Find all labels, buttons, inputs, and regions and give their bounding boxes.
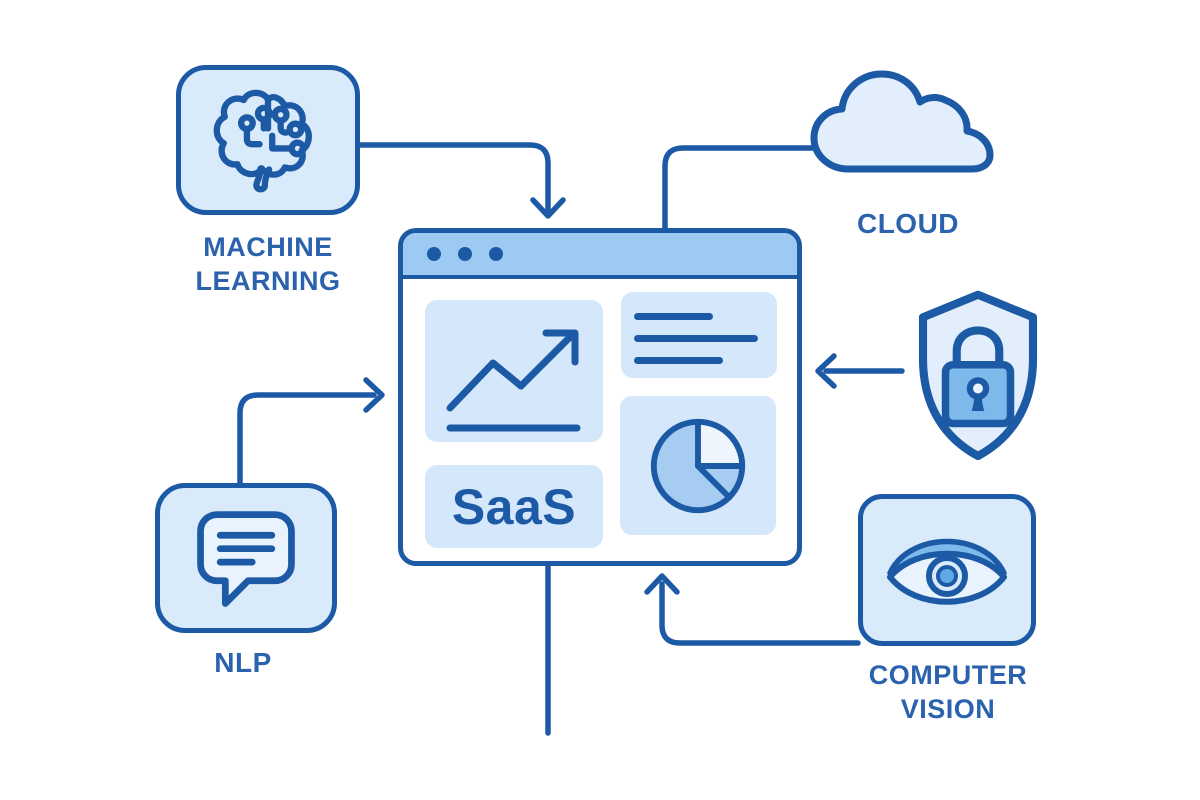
node-computer-vision [858, 494, 1036, 646]
window-dot-icon [458, 247, 472, 261]
label-machine-learning: MACHINE LEARNING [195, 232, 341, 296]
connector-nlp-to-saas [237, 392, 377, 486]
node-machine-learning [176, 65, 360, 215]
text-line-icon [634, 313, 713, 320]
chat-bubble-icon [197, 511, 295, 607]
arrowhead-down-icon [530, 197, 566, 219]
text-lines-card [621, 292, 777, 378]
brain-circuit-icon [213, 89, 312, 193]
arrowhead-up-icon [644, 573, 680, 595]
label-computer-vision: COMPUTER VISION [868, 660, 1028, 724]
label-cloud: CLOUD [856, 208, 960, 239]
pie-chart-card [620, 396, 776, 535]
arrowhead-left-icon [815, 353, 837, 389]
saas-browser-window: SaaS [398, 228, 802, 566]
browser-titlebar [403, 233, 797, 279]
text-line-icon [634, 357, 723, 364]
label-nlp: NLP [214, 647, 272, 678]
shield-lock-icon [918, 290, 1038, 461]
arrowhead-right-icon [363, 377, 385, 413]
node-nlp [155, 483, 337, 633]
eye-icon [887, 538, 1007, 605]
saas-label-card: SaaS [425, 465, 603, 548]
window-dot-icon [489, 247, 503, 261]
window-dot-icon [427, 247, 441, 261]
connector-ml-to-saas [357, 142, 551, 215]
line-chart-icon [446, 329, 581, 432]
pie-chart-icon [650, 418, 746, 513]
connector-saas-to-cloud [662, 145, 815, 231]
text-line-icon [634, 335, 758, 342]
connector-cv-to-saas [659, 581, 861, 646]
cloud-icon [810, 70, 994, 173]
line-chart-card [425, 300, 603, 442]
saas-label: SaaS [451, 478, 577, 535]
